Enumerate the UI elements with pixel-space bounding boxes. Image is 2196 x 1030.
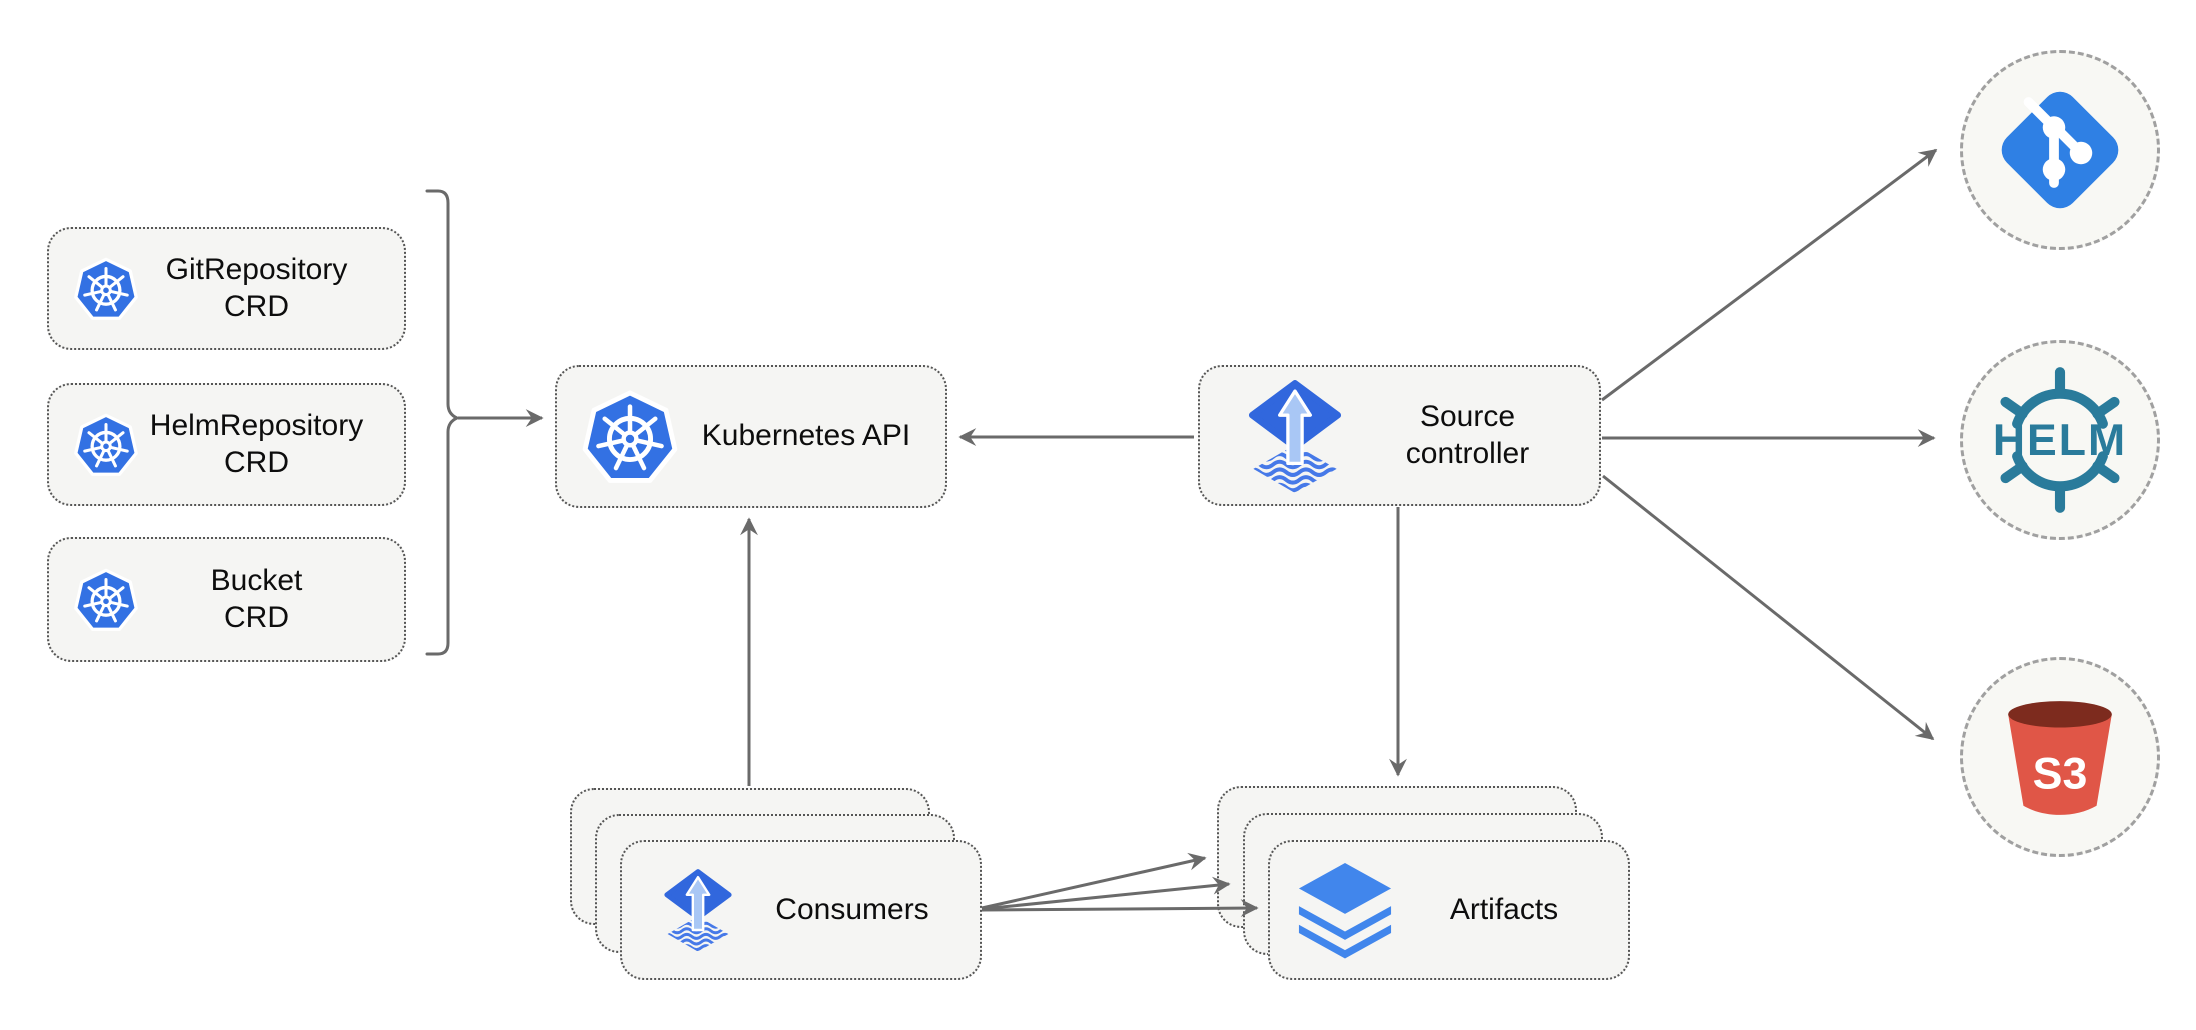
node-bucket-crd: Bucket CRD bbox=[47, 537, 406, 662]
helm-wordmark: HELM bbox=[1993, 416, 2127, 465]
kubernetes-icon bbox=[73, 412, 139, 478]
arrow-source-controller-to-git bbox=[1601, 148, 1938, 402]
node-label: Source controller bbox=[1405, 399, 1530, 470]
arrow-consumers-to-artifacts-2 bbox=[981, 876, 1231, 911]
crd-name: GitRepository bbox=[165, 252, 348, 286]
node-label: Artifacts bbox=[1449, 892, 1559, 926]
crd-group-bracket bbox=[425, 189, 459, 656]
node-gitrepository-crd: GitRepository CRD bbox=[47, 227, 406, 350]
flux-source-controller-icon bbox=[658, 868, 738, 952]
node-helmrepository-crd: HelmRepository CRD bbox=[47, 383, 406, 506]
layers-icon bbox=[1298, 862, 1392, 959]
crd-suffix: CRD bbox=[224, 600, 289, 634]
arrow-consumers-to-artifacts-3 bbox=[981, 899, 1259, 918]
flux-source-controller-icon bbox=[1240, 379, 1350, 493]
node-kubernetes-api: Kubernetes API bbox=[555, 365, 947, 508]
helm-icon: HELM bbox=[1993, 367, 2127, 513]
git-icon bbox=[2001, 91, 2119, 209]
s3-label: S3 bbox=[2033, 749, 2088, 798]
external-s3-bucket: S3 bbox=[1960, 657, 2160, 857]
crd-name: HelmRepository bbox=[149, 408, 364, 442]
node-label: Consumers bbox=[775, 892, 929, 926]
node-label: Bucket CRD bbox=[139, 563, 374, 636]
node-artifacts: Artifacts bbox=[1268, 840, 1630, 980]
s3-bucket-icon: S3 bbox=[2008, 700, 2112, 815]
node-label: HelmRepository CRD bbox=[139, 408, 374, 481]
external-git-repository bbox=[1960, 50, 2160, 250]
crd-suffix: CRD bbox=[224, 289, 289, 323]
node-label: Kubernetes API bbox=[701, 419, 911, 453]
node-label: GitRepository CRD bbox=[139, 252, 374, 325]
kubernetes-icon bbox=[73, 256, 139, 322]
arrow-source-controller-to-s3 bbox=[1602, 474, 1935, 741]
crd-suffix: CRD bbox=[224, 445, 289, 479]
crd-name: Bucket bbox=[210, 563, 303, 597]
kubernetes-icon bbox=[581, 388, 679, 486]
node-source-controller: Source controller bbox=[1198, 365, 1601, 506]
arrow-consumers-to-artifacts-1 bbox=[981, 852, 1207, 910]
external-helm-repository: HELM bbox=[1960, 340, 2160, 540]
kubernetes-icon bbox=[73, 567, 139, 633]
node-consumers: Consumers bbox=[620, 840, 982, 980]
